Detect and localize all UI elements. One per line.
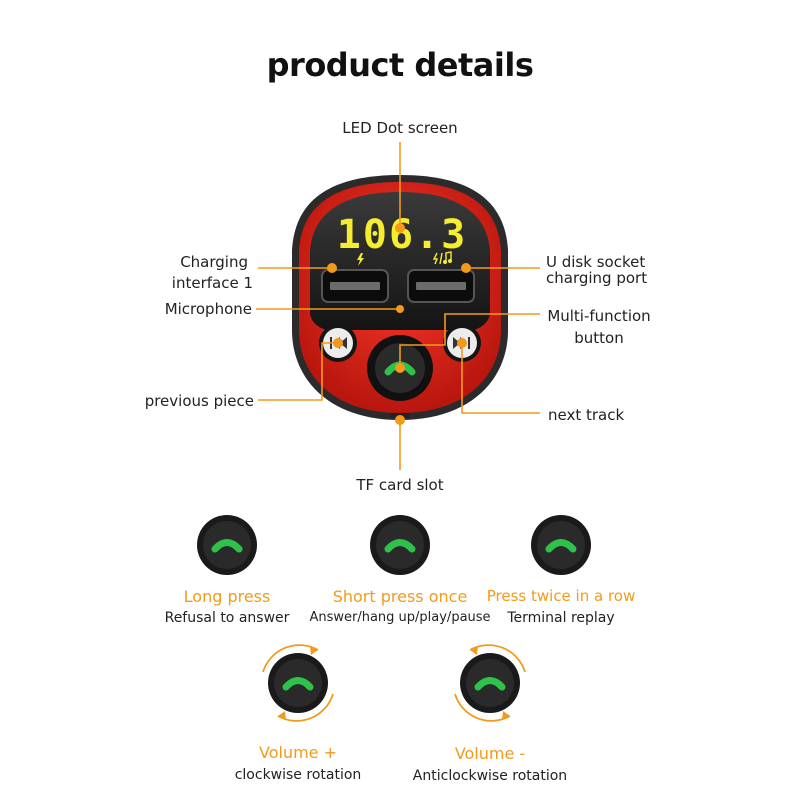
charge-music-icon [432, 251, 453, 265]
label-multi-function-line2: button [574, 329, 624, 347]
action-title-long-press: Long press [183, 587, 271, 606]
label-tf-card-slot: TF card slot [356, 476, 444, 494]
phone-icon [211, 539, 243, 553]
knob-press-twice [531, 515, 591, 575]
callout-dots [327, 223, 471, 425]
label-charging-interface-line1: Charging [180, 253, 248, 271]
action-desc-volume-down: Anticlockwise rotation [412, 768, 568, 784]
usb-port-right [407, 269, 475, 303]
action-desc-press-twice: Terminal replay [507, 610, 615, 626]
phone-icon [545, 539, 577, 553]
callout-lines [256, 142, 540, 470]
knob-short-press [370, 515, 430, 575]
knob-volume-down [454, 644, 526, 722]
label-u-disk-line2: charging port [546, 269, 648, 287]
action-title-press-twice: Press twice in a row [486, 587, 636, 605]
phone-icon [384, 539, 416, 553]
phone-icon [474, 677, 506, 691]
action-title-volume-down: Volume - [454, 744, 526, 763]
label-u-disk-line1: U disk socket [546, 253, 646, 271]
page-title: product details [266, 46, 534, 84]
label-next-track: next track [548, 406, 625, 424]
action-desc-short-press: Answer/hang up/play/pause [309, 610, 491, 625]
label-led-screen: LED Dot screen [342, 119, 458, 137]
lightning-icon [357, 253, 364, 266]
label-multi-function-line1: Multi-function [547, 307, 651, 325]
led-frequency-display: 106.3 [337, 212, 467, 258]
label-charging-interface-line2: interface 1 [171, 274, 253, 292]
label-previous-piece: previous piece [144, 392, 254, 410]
phone-icon [282, 677, 314, 691]
action-title-volume-up: Volume + [259, 743, 337, 762]
label-microphone: Microphone [164, 300, 252, 318]
knob-volume-up [262, 644, 334, 722]
action-title-short-press: Short press once [332, 587, 468, 606]
action-desc-volume-up: clockwise rotation [234, 767, 362, 783]
usb-port-left [321, 269, 389, 303]
knob-long-press [197, 515, 257, 575]
action-desc-long-press: Refusal to answer [164, 610, 290, 626]
